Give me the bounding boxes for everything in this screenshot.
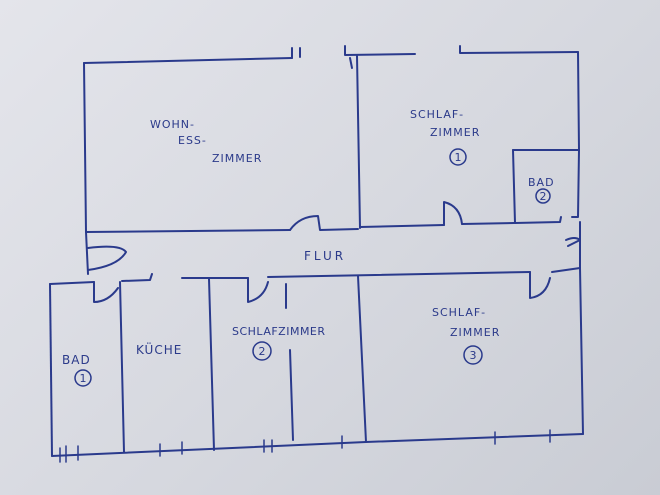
- bad-2-label: BAD 2: [528, 176, 555, 204]
- bad2-number-circle: [535, 188, 551, 204]
- schlaf1-label-line2: ZIMMER: [430, 126, 480, 139]
- bad2-label: BAD: [528, 176, 555, 189]
- flur-label-text: FLUR: [304, 249, 346, 263]
- schlaf1-number-circle: [449, 148, 467, 166]
- schlaf2-number-circle: [252, 341, 272, 361]
- corridor-walls: [49, 221, 581, 285]
- schlaf3-number-circle: [463, 345, 483, 365]
- schlaf2-label: SCHLAFZIMMER: [232, 325, 326, 338]
- lower-walls: [49, 267, 584, 463]
- bad1-number: 1: [80, 372, 87, 385]
- bad1-number-circle: [74, 369, 92, 387]
- schlaf1-label-line1: SCHLAF-: [410, 108, 464, 121]
- upper-walls: [83, 45, 580, 233]
- wohn-ess-zimmer-label: WOHN- ESS- ZIMMER: [150, 118, 262, 165]
- wohn-label-line1: WOHN-: [150, 118, 195, 131]
- wohn-label-line2: ESS-: [178, 134, 207, 147]
- schlafzimmer-1-label: SCHLAF- ZIMMER 1: [410, 108, 480, 166]
- flur-label: FLUR: [304, 249, 346, 263]
- schlaf3-number: 3: [470, 349, 477, 362]
- schlafzimmer-3-label: SCHLAF- ZIMMER 3: [432, 306, 500, 365]
- schlafzimmer-2-label: SCHLAFZIMMER 2: [232, 325, 326, 361]
- schlaf2-number: 2: [259, 345, 266, 358]
- schlaf3-label-line1: SCHLAF-: [432, 306, 486, 319]
- bad1-label: BAD: [62, 353, 91, 367]
- bad2-number: 2: [540, 190, 547, 203]
- schlaf3-label-line2: ZIMMER: [450, 326, 500, 339]
- kueche-label: KÜCHE: [136, 341, 182, 357]
- bad-1-label: BAD 1: [62, 353, 92, 387]
- kueche-label-text: KÜCHE: [136, 341, 182, 357]
- wohn-label-line3: ZIMMER: [212, 152, 262, 165]
- schlaf1-number: 1: [455, 151, 462, 164]
